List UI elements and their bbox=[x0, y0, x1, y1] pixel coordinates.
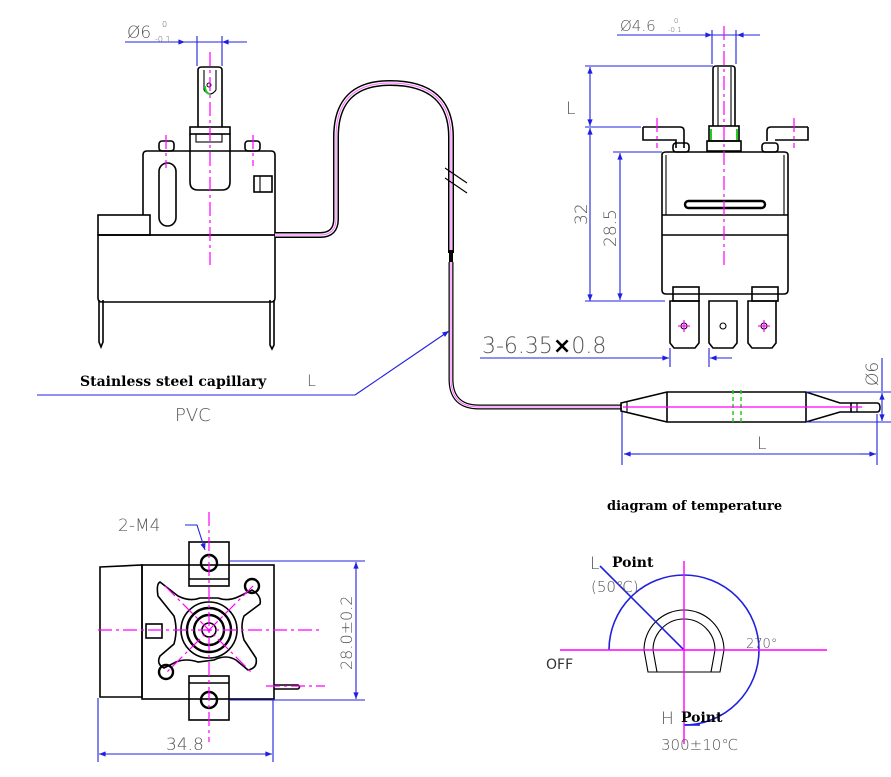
top-cross-plate bbox=[156, 581, 262, 671]
side-height-total-label: 32 bbox=[572, 203, 592, 225]
l-point-word: Point bbox=[612, 555, 654, 571]
terminal bbox=[669, 300, 700, 349]
side-shaft-diameter-label: Ø4.6 bbox=[620, 17, 656, 35]
h-point-temp: 300±10℃ bbox=[661, 736, 738, 754]
h-point-letter: H bbox=[661, 709, 674, 729]
top-body bbox=[141, 564, 275, 700]
off-label: OFF bbox=[546, 657, 573, 673]
side-tab-left bbox=[642, 126, 685, 148]
front-latch bbox=[253, 175, 273, 193]
hole-spacing-label: 28.0±0.2 bbox=[337, 596, 356, 670]
side-shaft-diameter-dimension: Ø4.6 0 -0.1 bbox=[617, 17, 760, 64]
bulb-length-label: L bbox=[757, 434, 766, 454]
top-centerline-diag bbox=[164, 585, 254, 675]
front-shaft-diameter-dimension: Ø6 0 -0.1 bbox=[125, 20, 247, 66]
side-tab-right bbox=[766, 126, 809, 141]
rotation-arc bbox=[608, 574, 760, 726]
front-view: Ø6 0 -0.1 bbox=[97, 20, 276, 351]
mount-thread-label: 2-M4 bbox=[118, 516, 160, 536]
side-body bbox=[661, 151, 789, 295]
side-shaft-tol-upper: 0 bbox=[674, 17, 678, 25]
h-point-word: Point bbox=[681, 710, 723, 726]
rotation-label: 270° bbox=[746, 637, 777, 652]
side-height-body-label: 28.5 bbox=[601, 209, 621, 247]
side-shaft bbox=[712, 65, 736, 126]
front-slot bbox=[158, 162, 177, 227]
front-collar-inner bbox=[195, 133, 223, 143]
capillary-material-label: Stainless steel capillary bbox=[80, 374, 267, 390]
side-screw-right bbox=[761, 142, 779, 153]
top-hole bbox=[157, 663, 175, 681]
bulb-diameter-label: Ø6 bbox=[863, 362, 883, 386]
side-view: Ø4.6 0 -0.1 bbox=[480, 17, 809, 367]
front-shaft bbox=[197, 66, 223, 127]
sensor-bulb: L Ø6 bbox=[620, 358, 891, 465]
width-label: 34.8 bbox=[166, 735, 204, 755]
break-mark bbox=[444, 177, 468, 194]
front-step bbox=[97, 214, 151, 236]
top-left-housing bbox=[99, 564, 143, 698]
top-view: 2-M4 28.0±0.2 34.8 bbox=[97, 512, 365, 762]
capillary-length-label: L bbox=[307, 371, 316, 390]
front-shaft-diameter-label: Ø6 bbox=[127, 23, 151, 43]
top-capillary-stub bbox=[274, 684, 301, 690]
top-tab bbox=[145, 623, 163, 639]
capillary-sheath-label: PVC bbox=[175, 405, 211, 426]
side-shaft-tol-lower: -0.1 bbox=[668, 26, 682, 34]
l-point-letter: L bbox=[590, 554, 599, 574]
temperature-diagram-title: diagram of temperature bbox=[607, 499, 782, 514]
temperature-diagram: diagram of temperature L Point (50℃) OFF… bbox=[546, 499, 827, 754]
capillary-tube bbox=[275, 79, 622, 410]
knob-outline bbox=[643, 609, 725, 673]
capillary-label-group: Stainless steel capillary L PVC bbox=[37, 330, 450, 426]
l-point-temp: (50℃) bbox=[591, 578, 639, 596]
front-body bbox=[97, 134, 276, 351]
terminal bbox=[708, 300, 738, 349]
l-point-pointer bbox=[599, 565, 685, 651]
capillary-sheath-transition bbox=[449, 250, 453, 264]
top-hole bbox=[243, 577, 261, 595]
break-mark bbox=[444, 167, 468, 184]
front-shaft-tol-upper: 0 bbox=[162, 20, 167, 29]
side-slot bbox=[683, 199, 767, 210]
terminal-size-label: 3-6.35×0.8 bbox=[482, 334, 606, 359]
front-shaft-tol-lower: -0.1 bbox=[155, 35, 171, 44]
terminal bbox=[747, 300, 777, 349]
side-shaft-length-label: L bbox=[566, 99, 575, 119]
side-terminals bbox=[669, 286, 779, 349]
